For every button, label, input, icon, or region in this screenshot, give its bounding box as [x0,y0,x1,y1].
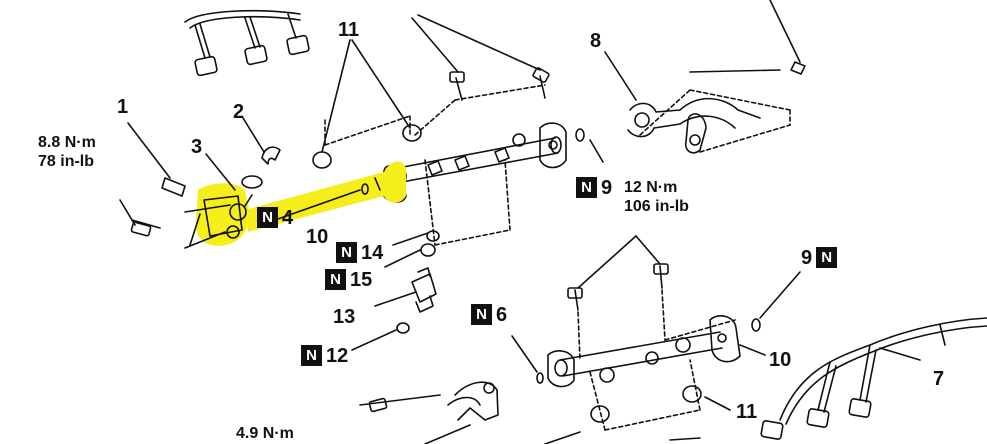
torque-inlb: 78 in-lb [38,153,95,170]
torque-spec-crossover: 4.9 N·m [236,424,294,443]
pressure-regulator-highlight [195,183,250,246]
callout-13: 13 [333,306,356,328]
callout-10-bottom: 10 [769,349,792,371]
fuel-injector [374,267,437,313]
n-mark-icon: N [336,242,357,263]
callout-11-top: 11 [338,19,360,41]
badge-n-12: N 12 [301,345,348,366]
badge-n-4: N 4 [257,207,293,228]
fuel-pressure-regulator [189,194,253,246]
n-mark-icon: N [325,269,346,290]
fuel-crossover-pipe [604,51,791,154]
badge-n-6: N 6 [471,304,507,325]
callout-11-bottom: 11 [736,401,758,423]
callout-1: 1 [117,96,129,118]
badge-n-9-top: N 9 [576,177,612,198]
torque-nm: 12 N·m [624,179,678,196]
n-mark-icon: N [257,207,278,228]
n-mark-icon: N [471,304,492,325]
lower-fuel-rail [547,235,766,431]
badge-9-n-bottom: 9 N [801,247,838,268]
torque-spec-bolt: 8.8 N·m 78 in-lb [38,133,96,171]
callout-10-top: 10 [306,226,329,248]
callout-3: 3 [191,136,203,158]
callout-7: 7 [933,368,945,390]
wiring-harness-lower [760,317,987,440]
n-mark-icon: N [816,247,838,268]
n-mark-icon: N [576,177,597,198]
badge-n-14: N 14 [336,242,383,263]
torque-inlb: 106 in-lb [624,198,689,215]
callout-8: 8 [590,30,602,52]
torque-nm: 8.8 N·m [38,134,96,151]
torque-spec-rail: 12 N·m 106 in-lb [624,178,689,216]
torque-nm: 4.9 N·m [236,425,294,442]
callout-2: 2 [233,101,245,123]
n-mark-icon: N [301,345,322,366]
wiring-harness-upper [184,9,310,77]
fuel-line-highlight [245,161,406,232]
badge-n-15: N 15 [325,269,372,290]
upper-fuel-rail [312,67,567,246]
